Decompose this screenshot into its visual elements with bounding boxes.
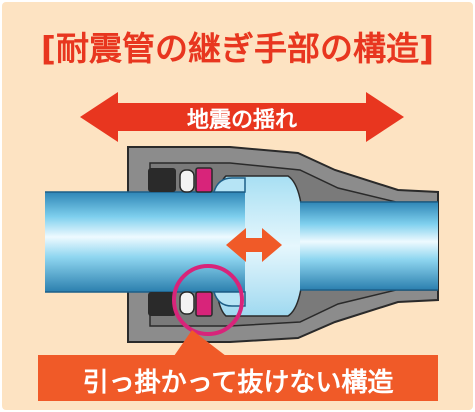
- quake-arrow-icon: [80, 92, 404, 142]
- seal-rings-top: [148, 167, 213, 193]
- callout-box: [38, 355, 438, 401]
- slide-arrow-icon: [226, 228, 282, 262]
- page-title: [耐震管の継ぎ手部の構造]: [40, 29, 435, 68]
- seal-rings-bottom: [148, 291, 213, 317]
- callout-label: 引っ掛かって抜けない構造: [82, 368, 394, 398]
- spigot-lip-top: [213, 177, 246, 193]
- outlet-pipe: [300, 202, 438, 290]
- callout-pointer: [174, 330, 226, 356]
- quake-label: 地震の揺れ: [186, 108, 297, 133]
- lock-highlight-circle: [172, 264, 244, 336]
- spigot-pipe: [45, 192, 245, 292]
